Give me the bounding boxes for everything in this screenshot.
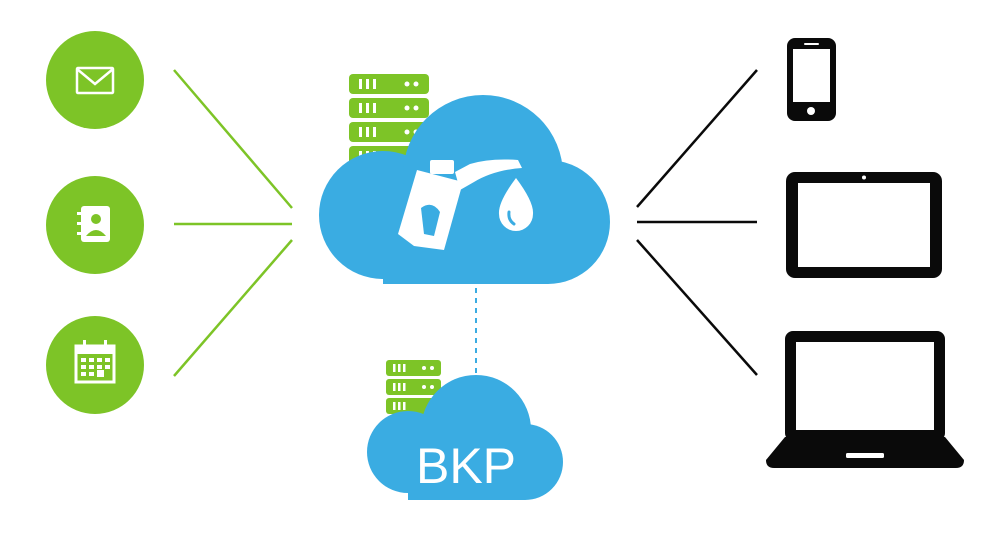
source-connectors — [173, 69, 293, 377]
device-connectors — [636, 69, 758, 376]
tablet-icon — [786, 172, 942, 278]
backup-label: BKP — [416, 438, 516, 494]
calendar-source — [46, 316, 144, 414]
contacts-source — [46, 176, 144, 274]
address-book-icon — [77, 206, 110, 242]
connector-calendar — [173, 239, 293, 377]
laptop-icon — [766, 331, 964, 468]
email-source — [46, 31, 144, 129]
server-stack-icon — [349, 74, 429, 166]
backup-cloud: BKP — [367, 375, 563, 500]
drop-icon — [498, 178, 534, 231]
connector-laptop — [636, 239, 758, 376]
connector-email — [173, 69, 293, 209]
calendar-badge — [46, 316, 144, 414]
main-cloud — [319, 95, 610, 284]
envelope-icon — [75, 66, 115, 95]
fuel-nozzle-icon — [398, 159, 522, 250]
calendar-icon — [74, 340, 116, 384]
smartphone-icon — [787, 38, 836, 121]
email-badge — [46, 31, 144, 129]
connector-phone — [636, 69, 758, 208]
